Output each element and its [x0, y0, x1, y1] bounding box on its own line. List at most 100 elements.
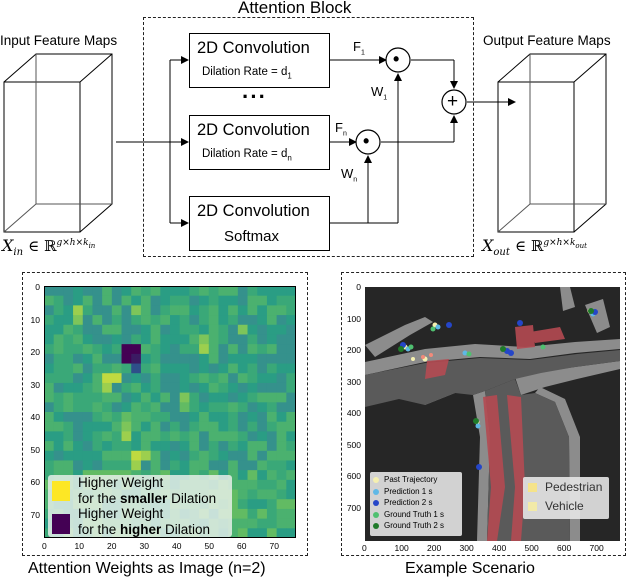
heatmap-cell [170, 334, 181, 345]
heatmap-cell [276, 441, 287, 452]
heatmap-cell [189, 344, 200, 355]
heatmap-x-tick: 10 [74, 541, 84, 551]
heatmap-cell [257, 489, 268, 500]
heatmap-cell [73, 324, 84, 335]
heatmap-cell [276, 334, 287, 345]
heatmap-y-tick: 20 [30, 347, 40, 357]
heatmap-cell [247, 528, 258, 538]
heatmap-cell [82, 392, 93, 403]
heatmap-cell [199, 286, 210, 297]
heatmap-cell [44, 382, 55, 394]
heatmap-cell [53, 353, 64, 365]
scenario-x-tick: 500 [524, 543, 539, 553]
heatmap-cell [140, 295, 152, 306]
heatmap-cell [286, 431, 296, 442]
heatmap-cell [102, 382, 113, 394]
heatmap-cell [266, 479, 278, 491]
heatmap-cell [63, 412, 74, 423]
heatmap-cell [276, 499, 287, 510]
heatmap-legend: Higher Weight for the smaller Dilation H… [48, 475, 232, 537]
heatmap-cell [140, 382, 152, 394]
heatmap-cell [170, 392, 181, 403]
attention-block-frame [143, 17, 474, 257]
heatmap-cell [160, 450, 171, 461]
heatmap-cell [218, 344, 229, 355]
heatmap-cell [53, 421, 64, 432]
heatmap-cell [92, 441, 103, 452]
heatmap-cell [111, 344, 123, 355]
heatmap-cell [170, 460, 181, 471]
heatmap-cell [160, 363, 171, 374]
heatmap-cell [44, 392, 55, 403]
heatmap-cell [218, 373, 229, 384]
heatmap-cell [189, 421, 200, 432]
heatmap-cell [170, 324, 181, 335]
heatmap-cell [160, 334, 171, 345]
heatmap-cell [111, 402, 123, 413]
heatmap-cell [131, 295, 142, 306]
heatmap-cell [179, 441, 190, 452]
heatmap-cell [179, 334, 190, 345]
heatmap-cell [208, 373, 219, 384]
heatmap-cell [131, 421, 142, 432]
conv2-title: 2D Convolution [197, 121, 310, 139]
wn-label: Wn [341, 166, 358, 184]
heatmap-cell [208, 286, 219, 297]
heatmap-cell [102, 441, 113, 452]
heatmap-cell [73, 421, 84, 432]
heatmap-cell [257, 479, 268, 491]
heatmap-cell [266, 305, 278, 316]
heatmap-cell [208, 450, 219, 461]
heatmap-cell [199, 431, 210, 442]
heatmap-cell [82, 450, 93, 461]
heatmap-cell [247, 402, 258, 413]
legend-label: Ground Truth 2 s [384, 521, 445, 530]
heatmap-cell [63, 402, 74, 413]
heatmap-cell [102, 324, 113, 335]
heatmap-cell [276, 344, 287, 355]
heatmap-cell [73, 353, 84, 365]
heatmap-cell [247, 489, 258, 500]
heatmap-cell [140, 344, 152, 355]
heatmap-cell [276, 528, 287, 538]
heatmap-cell [44, 373, 55, 384]
heatmap-cell [189, 402, 200, 413]
heatmap-cell [199, 373, 210, 384]
heatmap-cell [208, 382, 219, 394]
heatmap-cell [53, 441, 64, 452]
heatmap-cell [121, 373, 132, 384]
heatmap-cell [131, 450, 142, 461]
heatmap-cell [140, 373, 152, 384]
heatmap-cell [266, 392, 278, 403]
heatmap-cell [92, 324, 103, 335]
heatmap-cell [121, 382, 132, 394]
heatmap-cell [237, 392, 249, 403]
heatmap-cell [247, 363, 258, 374]
heatmap-cell [53, 344, 64, 355]
heatmap-cell [170, 382, 181, 394]
scenario-x-tick: 300 [459, 543, 474, 553]
heatmap-cell [218, 421, 229, 432]
heatmap-cell [276, 508, 287, 520]
heatmap-cell [237, 528, 249, 538]
heatmap-cell [92, 344, 103, 355]
heatmap-cell [140, 305, 152, 316]
heatmap-cell [44, 412, 55, 423]
heatmap-cell [237, 479, 249, 491]
heatmap-cell [140, 353, 152, 365]
heatmap-cell [218, 441, 229, 452]
heatmap-cell [150, 363, 161, 374]
heatmap-cell [102, 431, 113, 442]
heatmap-cell [228, 402, 239, 413]
heatmap-cell [160, 305, 171, 316]
heatmap-cell [160, 353, 171, 365]
heatmap-cell [63, 305, 74, 316]
heatmap-cell [160, 373, 171, 384]
heatmap-cell [111, 431, 123, 442]
heatmap-cell [121, 295, 132, 306]
heatmap-cell [199, 382, 210, 394]
heatmap-cell [208, 295, 219, 306]
heatmap-cell [121, 353, 132, 365]
heatmap-cell [276, 489, 287, 500]
heatmap-cell [247, 470, 258, 481]
